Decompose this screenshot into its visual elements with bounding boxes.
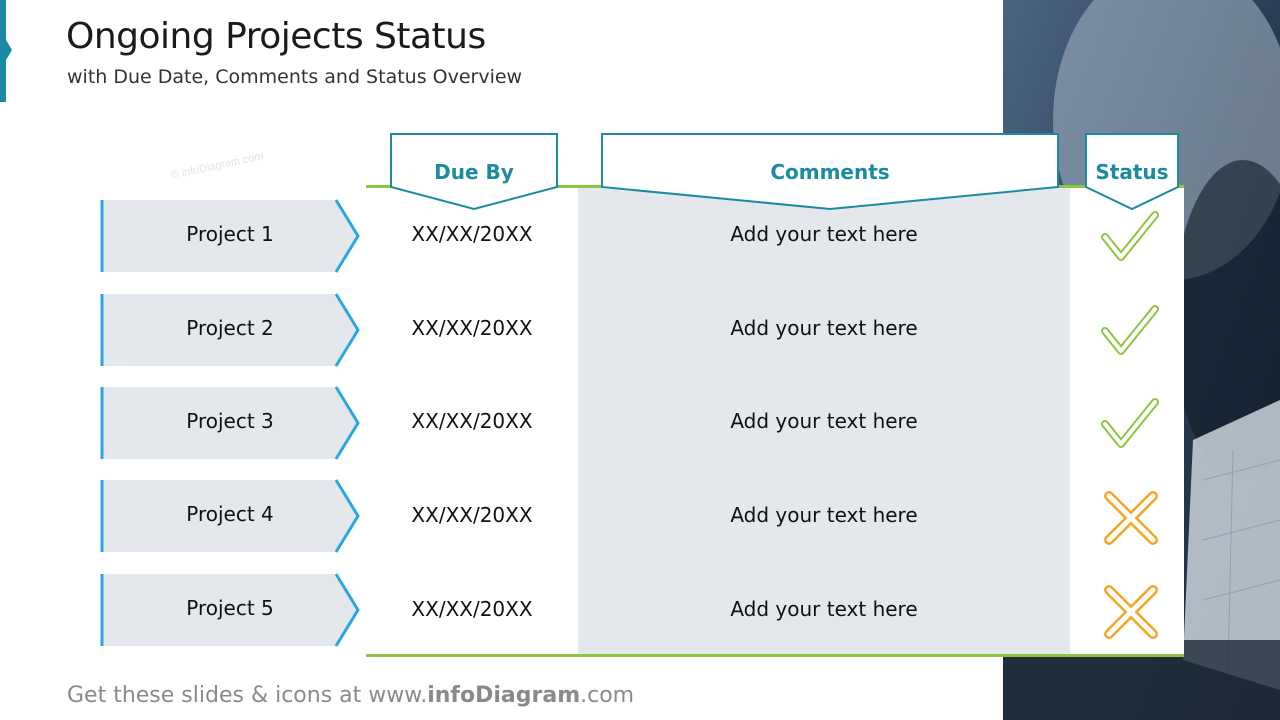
header-tab-shape bbox=[601, 133, 1059, 211]
project-arrow-shape bbox=[100, 199, 360, 273]
header-label-status: Status bbox=[1095, 160, 1169, 184]
header-tab-shape bbox=[390, 133, 558, 211]
header-label-due-by: Due By bbox=[434, 160, 514, 184]
footer-brand: infoDiagram bbox=[427, 683, 581, 708]
column-header-status: Status bbox=[1085, 133, 1179, 213]
project-name: Project 1 bbox=[186, 222, 274, 246]
watermark: © infoDiagram.com bbox=[169, 150, 265, 182]
cross-icon bbox=[1101, 582, 1161, 642]
check-icon bbox=[1101, 301, 1161, 361]
project-arrow-shape bbox=[100, 479, 360, 553]
project-label-box: Project 4 bbox=[100, 478, 360, 554]
project-name: Project 2 bbox=[186, 316, 274, 340]
page-subtitle: with Due Date, Comments and Status Overv… bbox=[67, 66, 523, 88]
header-label-comments: Comments bbox=[770, 160, 890, 184]
comment-cell: Add your text here bbox=[730, 222, 918, 246]
project-label-box: Project 3 bbox=[100, 385, 360, 461]
due-date-cell: XX/XX/20XX bbox=[411, 409, 533, 433]
project-name: Project 5 bbox=[186, 596, 274, 620]
comment-cell: Add your text here bbox=[730, 316, 918, 340]
check-icon bbox=[1101, 394, 1161, 454]
project-arrow-shape bbox=[100, 293, 360, 367]
due-date-cell: XX/XX/20XX bbox=[411, 503, 533, 527]
table-bottom-rule bbox=[366, 654, 1184, 657]
title-accent-notch bbox=[6, 40, 12, 60]
footer-suffix: .com bbox=[580, 683, 635, 708]
column-header-due-by: Due By bbox=[390, 133, 558, 213]
project-label-box: Project 1 bbox=[100, 198, 360, 274]
comment-cell: Add your text here bbox=[730, 409, 918, 433]
title-accent-bar bbox=[0, 0, 6, 102]
project-arrow-shape bbox=[100, 386, 360, 460]
comment-cell: Add your text here bbox=[730, 597, 918, 621]
project-label-box: Project 5 bbox=[100, 572, 360, 648]
due-date-cell: XX/XX/20XX bbox=[411, 597, 533, 621]
page-title: Ongoing Projects Status bbox=[66, 16, 486, 57]
project-label-box: Project 2 bbox=[100, 292, 360, 368]
project-name: Project 3 bbox=[186, 409, 274, 433]
header-tab-shape bbox=[1085, 133, 1179, 211]
due-date-cell: XX/XX/20XX bbox=[411, 316, 533, 340]
footer-prefix: Get these slides & icons at www. bbox=[67, 683, 428, 708]
project-name: Project 4 bbox=[186, 502, 274, 526]
check-icon bbox=[1101, 207, 1161, 267]
project-arrow-shape bbox=[100, 573, 360, 647]
comment-cell: Add your text here bbox=[730, 503, 918, 527]
column-header-comments: Comments bbox=[601, 133, 1059, 213]
comments-column-background bbox=[578, 188, 1070, 654]
footer-credit: Get these slides & icons at www.infoDiag… bbox=[67, 683, 634, 708]
due-date-cell: XX/XX/20XX bbox=[411, 222, 533, 246]
cross-icon bbox=[1101, 488, 1161, 548]
